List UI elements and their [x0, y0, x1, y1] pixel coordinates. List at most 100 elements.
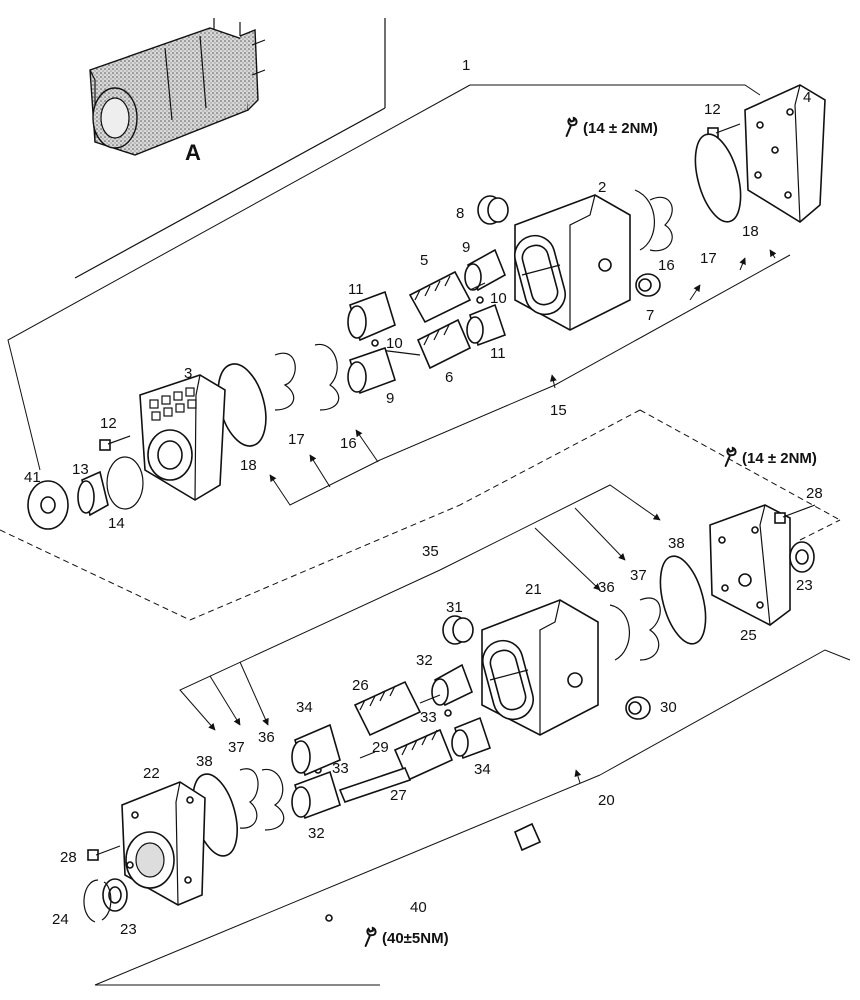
- callouts: 1 2 3 4 5 6 7 8 9 9 10 10 11 11 12 12 13…: [24, 57, 823, 938]
- pin-part-10-upper: [476, 296, 484, 304]
- wrench-icon-rear: [565, 116, 578, 138]
- callout-36-left: 36: [258, 729, 275, 746]
- bushing-part-34-left: [291, 723, 341, 777]
- seal-part-16-right: [634, 189, 655, 251]
- callout-10-upper: 10: [490, 290, 507, 307]
- callout-36-right: 36: [598, 579, 615, 596]
- callout-18-right: 18: [742, 223, 759, 240]
- bushing-part-11-right: [466, 303, 507, 347]
- dowel-part-31: [442, 615, 474, 645]
- callout-31: 31: [446, 599, 463, 616]
- washer-part-41: [27, 480, 69, 530]
- front-cover-part-22: [121, 781, 206, 906]
- gear-part-5: [408, 270, 486, 324]
- ring-part-14: [106, 456, 144, 510]
- callout-33-lower: 33: [332, 760, 349, 777]
- callout-11-right: 11: [490, 345, 506, 362]
- callout-11-left: 11: [348, 281, 364, 298]
- seal-part-36-right: [609, 604, 630, 661]
- callout-28-upper: 28: [806, 485, 823, 502]
- torque-label-front: (14 ± 2NM): [742, 450, 817, 467]
- bolt-part-12-lower: [99, 435, 131, 451]
- callout-5: 5: [420, 252, 428, 269]
- wrench-icon-tie-rod: [364, 926, 377, 948]
- callout-12-upper: 12: [704, 101, 721, 118]
- gear-part-26: [353, 680, 441, 737]
- callout-34-right: 34: [474, 761, 491, 778]
- bolt-part-28-lower: [87, 845, 121, 861]
- callout-29: 29: [372, 739, 389, 756]
- bushing-part-9-lower: [347, 346, 396, 395]
- callout-16-right: 16: [658, 257, 675, 274]
- callout-32-upper: 32: [416, 652, 433, 669]
- callout-9-upper: 9: [462, 239, 470, 256]
- callout-17-right: 17: [700, 250, 717, 267]
- bushing-part-34-right: [451, 716, 492, 760]
- callout-22: 22: [143, 765, 160, 782]
- o-ring-part-18-right: [694, 133, 742, 223]
- callout-16-left: 16: [340, 435, 357, 452]
- callout-35: 35: [422, 543, 439, 560]
- callout-1: 1: [462, 57, 470, 74]
- callout-7: 7: [646, 307, 654, 324]
- drive-gear-part-27: [338, 728, 454, 803]
- bushing-part-32-lower: [291, 770, 341, 820]
- bolt-part-28-upper: [774, 504, 816, 524]
- upper-group-brackets: [0, 84, 841, 621]
- circlip-part-24: [83, 879, 112, 923]
- rear-cover-part-25: [709, 504, 791, 626]
- callout-13: 13: [72, 461, 89, 478]
- dowel-part-7: [635, 273, 661, 297]
- o-ring-part-38-right: [659, 555, 707, 645]
- callout-21: 21: [525, 581, 542, 598]
- callout-38-left: 38: [196, 753, 213, 770]
- seal-part-23-lower: [102, 878, 128, 912]
- callout-34-left: 34: [296, 699, 313, 716]
- callout-28-lower: 28: [60, 849, 77, 866]
- pin-part-33-upper: [444, 709, 452, 717]
- gear-part-6: [379, 318, 472, 370]
- torque-label-rear: (14 ± 2NM): [583, 120, 658, 137]
- bearing-part-13: [77, 470, 109, 517]
- seal-part-37-right: [639, 597, 661, 661]
- bushing-part-11-left: [347, 290, 396, 342]
- callout-4: 4: [803, 89, 811, 106]
- bushing-part-32-upper: [431, 663, 474, 707]
- tie-rod-part-40: [325, 822, 542, 922]
- dowel-part-8: [477, 195, 509, 225]
- callout-37-left: 37: [228, 739, 245, 756]
- rear-cover-part-4: [744, 84, 826, 223]
- seal-part-37-left: [239, 768, 259, 829]
- lower-group-brackets: [94, 484, 851, 986]
- callout-24: 24: [52, 911, 69, 928]
- callout-32-lower: 32: [308, 825, 325, 842]
- seal-part-17-right: [649, 196, 673, 252]
- pin-part-10-lower: [371, 339, 379, 347]
- callout-20: 20: [598, 792, 615, 809]
- pump-assembly-illustration: [74, 18, 386, 279]
- callout-33-upper: 33: [420, 709, 437, 726]
- callout-26: 26: [352, 677, 369, 694]
- callout-17-left: 17: [288, 431, 305, 448]
- seal-part-16-left: [314, 343, 340, 411]
- callout-2: 2: [598, 179, 606, 196]
- wrench-icon-front: [724, 446, 737, 468]
- callout-40: 40: [410, 899, 427, 916]
- callout-8: 8: [456, 205, 464, 222]
- callout-25: 25: [740, 627, 757, 644]
- callout-9-lower: 9: [386, 390, 394, 407]
- callout-15: 15: [550, 402, 567, 419]
- key-part-29: [359, 751, 376, 759]
- callout-6: 6: [445, 369, 453, 386]
- callout-37-right: 37: [630, 567, 647, 584]
- pump-body-part-2: [514, 194, 631, 331]
- callout-38-right: 38: [668, 535, 685, 552]
- callout-14: 14: [108, 515, 125, 532]
- seal-part-17-left: [274, 352, 296, 411]
- bushing-part-9-upper: [464, 248, 507, 292]
- callout-18-left: 18: [240, 457, 257, 474]
- torque-label-tie-rod: (40±5NM): [382, 930, 449, 947]
- callout-12-lower: 12: [100, 415, 117, 432]
